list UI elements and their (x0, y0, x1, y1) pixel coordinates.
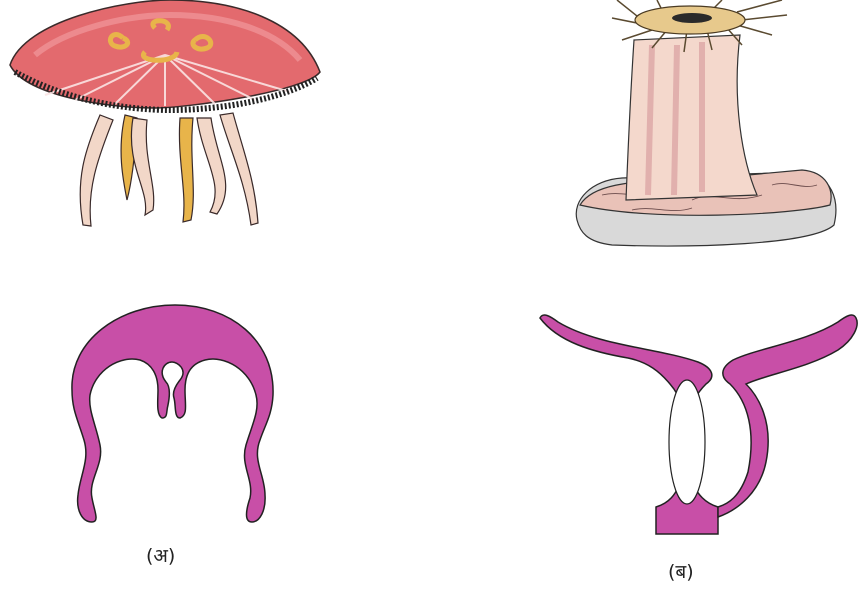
polyp-body-shape-right (718, 315, 857, 517)
medusa-section (60, 300, 285, 530)
medusa-body-shape (72, 305, 273, 522)
label-b: (ब) (668, 558, 694, 584)
jellyfish-illustration (5, 0, 325, 240)
sea-anemone-illustration (572, 0, 842, 255)
label-a: (अ) (146, 542, 175, 568)
polyp-section (538, 312, 858, 542)
